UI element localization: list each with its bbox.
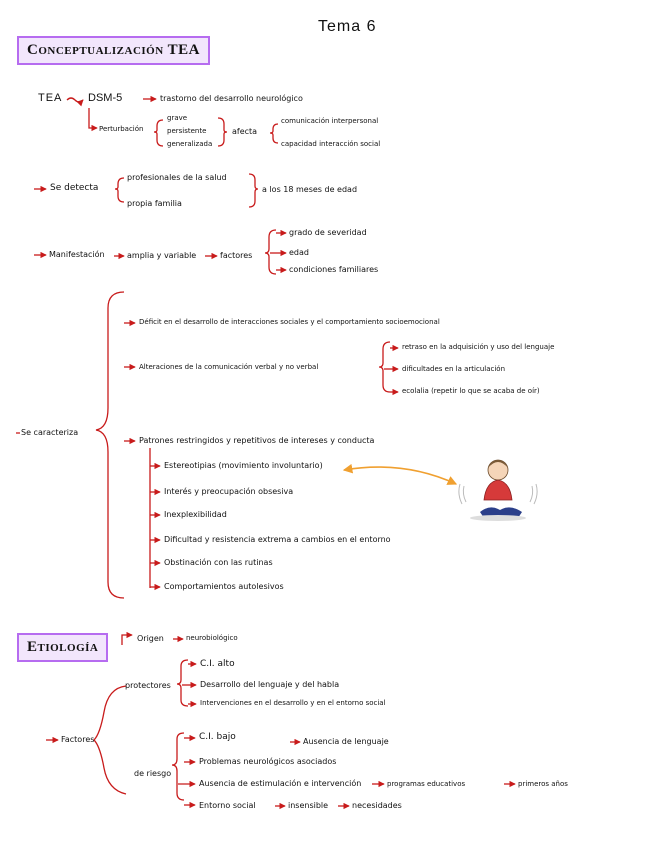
tea-label: TEA [38,92,63,104]
origen-label: Origen [137,634,164,643]
de-riesgo-label: de riesgo [134,769,172,778]
patrones-item: Estereotipias (movimiento involuntario) [164,461,323,470]
factores-item: grado de severidad [289,228,367,237]
protectores-item: Intervenciones en el desarrollo y en el … [200,699,386,707]
ci-bajo-text: C.I. bajo [199,732,236,742]
ausencia-lenguaje-text: Ausencia de lenguaje [303,737,389,746]
detecta-item: profesionales de la salud [127,173,227,182]
se-caracteriza-label: Se caracteriza [21,428,79,437]
afecta-item: capacidad interacción social [281,140,381,148]
section-heading-conceptualizacion: Conceptualización TEA [17,36,211,65]
afecta-label: afecta [232,127,258,136]
factores-item: condiciones familiares [289,265,379,274]
ausencia-estimulacion-text: Ausencia de estimulación e intervención [199,779,362,788]
patrones-item: Interés y preocupación obsesiva [164,487,294,496]
manifestacion-label: Manifestación [49,250,105,259]
child-rocking-illustration [458,459,538,521]
neurobiologico-text: neurobiológico [186,634,238,642]
amplia-text: amplia y variable [127,251,197,260]
deficit-text: Déficit en el desarrollo de interaccione… [139,318,440,326]
programas-text: programas educativos [387,780,466,788]
factores-item: edad [289,248,309,257]
necesidades-text: necesidades [352,801,402,810]
meses-text: a los 18 meses de edad [262,185,358,194]
patrones-item: Inexplexibilidad [164,510,227,519]
dsm-label: DSM-5 [88,92,123,104]
page-title: Tema 6 [318,18,377,35]
insensible-text: insensible [288,801,329,810]
alteraciones-item: retraso en la adquisición y uso del leng… [402,343,555,351]
se-detecta-label: Se detecta [50,183,99,193]
entorno-text: Entorno social [199,801,256,810]
factores-etiologia-label: Factores [61,735,95,744]
perturbacion-item: persistente [167,127,207,135]
protectores-label: protectores [125,681,171,690]
trastorno-text: trastorno del desarrollo neurológico [160,94,303,103]
alteraciones-text: Alteraciones de la comunicación verbal y… [139,363,319,371]
afecta-item: comunicación interpersonal [281,117,379,125]
alteraciones-item: ecolalia (repetir lo que se acaba de oír… [402,387,540,395]
protectores-item: Desarrollo del lenguaje y del habla [200,680,340,689]
patrones-item: Dificultad y resistencia extrema a cambi… [164,535,391,544]
patrones-item: Obstinación con las rutinas [164,558,273,567]
patrones-item: Comportamientos autolesivos [164,582,284,591]
problemas-text: Problemas neurológicos asociados [199,757,337,766]
protectores-item: C.I. alto [200,659,235,669]
primeros-text: primeros años [518,780,568,788]
perturbacion-item: generalizada [167,140,213,148]
factores-label: factores [220,251,253,260]
perturbacion-label: Perturbación [99,125,144,133]
section-heading-etiologia: Etiología [17,633,109,662]
alteraciones-item: dificultades en la articulación [402,365,506,373]
patrones-text: Patrones restringidos y repetitivos de i… [139,436,375,445]
perturbacion-item: grave [167,114,188,122]
detecta-item: propia familia [127,199,182,208]
